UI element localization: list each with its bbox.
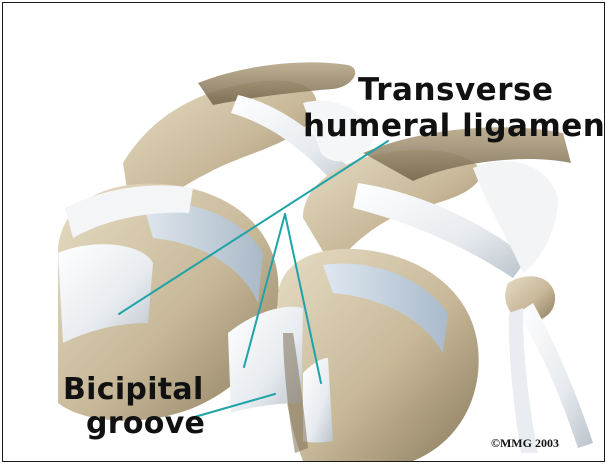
label-transverse-line2: humeral ligament [303, 111, 605, 142]
label-transverse-line1: Transverse [358, 75, 553, 106]
label-bicipital-line1: Bicipital [63, 375, 204, 405]
copyright-notice: ©MMG 2003 [491, 436, 559, 451]
label-bicipital-line2: groove [86, 409, 205, 439]
